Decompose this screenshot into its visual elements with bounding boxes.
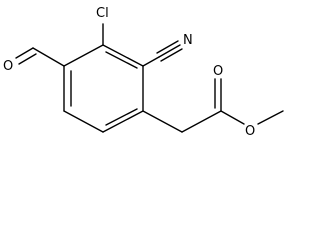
bond-ring-c3-c4-inner: [105, 108, 138, 126]
aldehyde-oxygen-label: O: [3, 59, 13, 74]
nitrile-nitrogen-label: N: [183, 33, 193, 48]
nitrile-group: N: [142, 33, 193, 67]
bond-cho-double-1: [15, 47, 34, 59]
bond-cn-triple-2: [156, 40, 179, 54]
methyl-acetate-group: O O: [142, 64, 284, 138]
bond-ch2-carbonyl: [181, 110, 222, 133]
bond-ring-ch2: [142, 110, 183, 133]
bond-cn-triple-3: [160, 48, 183, 62]
bond-c-cn: [142, 56, 160, 67]
bond-ring-c6-c1: [63, 44, 104, 67]
structure-diagram: Cl N O O O: [3, 6, 284, 138]
bond-ring-c3-c4: [102, 110, 144, 133]
bond-ring-c4-c5: [63, 110, 104, 133]
benzene-ring: [63, 44, 144, 133]
bond-cn-triple-1: [158, 44, 181, 58]
bond-ring-c1-c2-inner: [105, 51, 138, 69]
chlorine-label: Cl: [96, 6, 109, 21]
bond-cho-double-2: [18, 53, 37, 65]
bond-carbonyl-ether-o: [220, 110, 245, 125]
carbonyl-oxygen-label: O: [213, 64, 223, 79]
ether-oxygen-label: O: [245, 124, 255, 138]
bond-ring-cho: [32, 47, 65, 67]
bond-ether-o-methyl: [257, 110, 284, 125]
bond-ring-c1-c2: [102, 44, 144, 67]
aldehyde-group: O: [3, 47, 65, 74]
